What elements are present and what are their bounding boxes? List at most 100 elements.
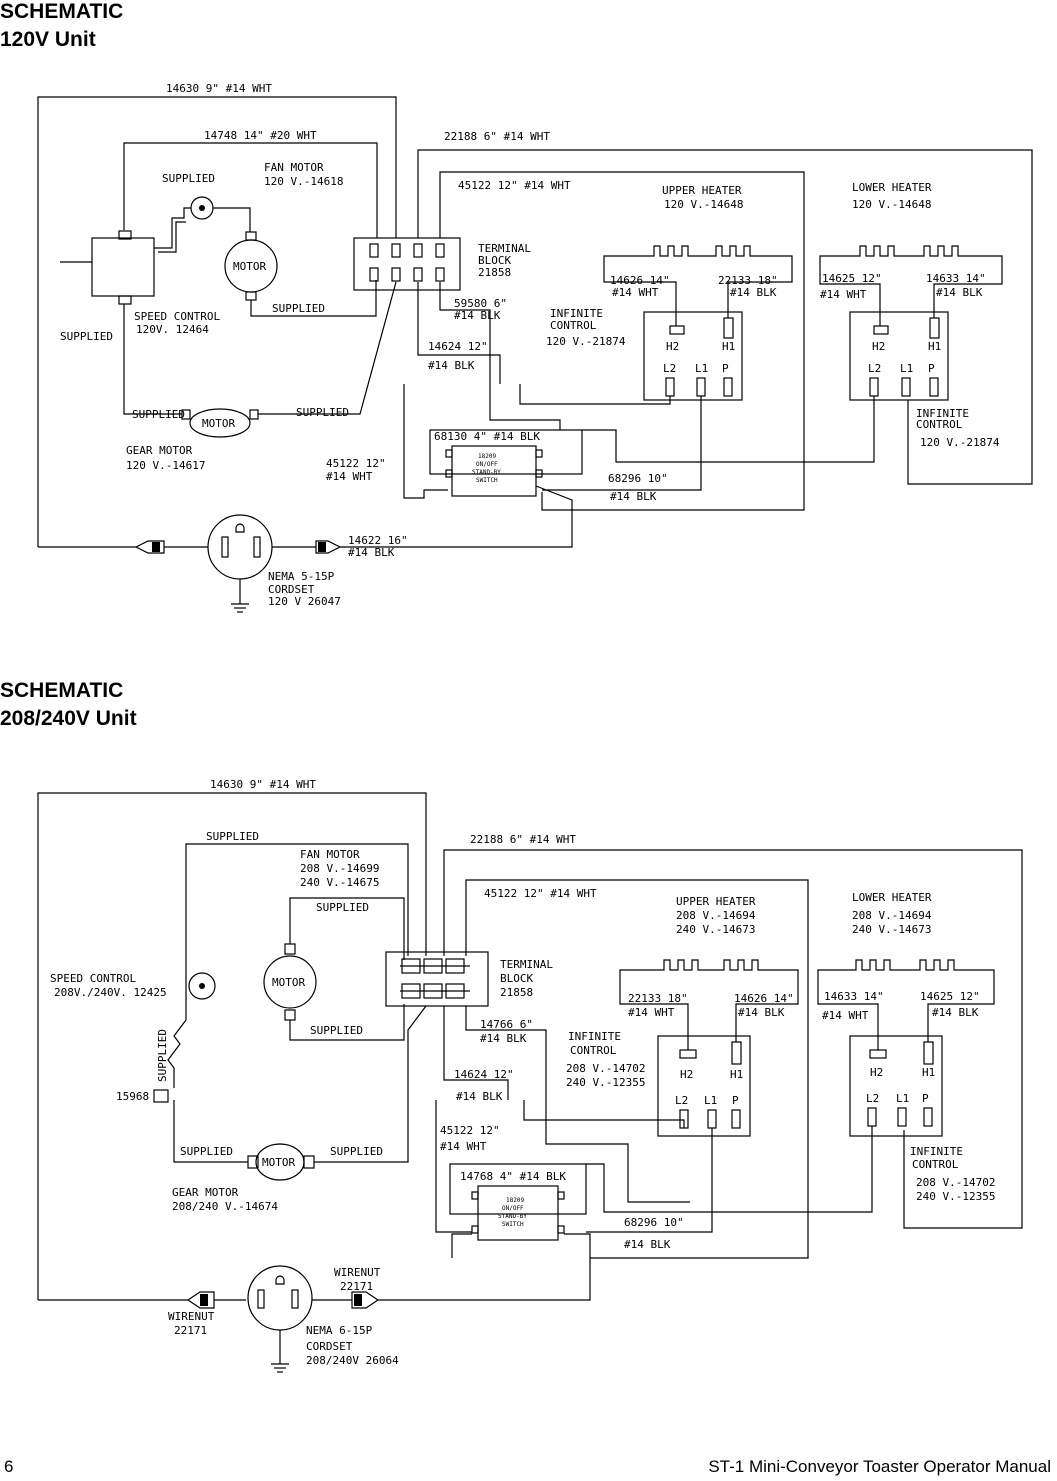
nema-part: 120 V 26047	[268, 595, 341, 608]
supplied-2-fan-top: SUPPLIED	[316, 901, 369, 914]
lower-heater-part: 120 V.-14648	[852, 198, 931, 211]
switch-1-label-1: 18209	[478, 453, 496, 460]
wire-59580-spec: #14 BLK	[454, 309, 501, 322]
supplied-label-top: SUPPLIED	[162, 172, 215, 185]
wire-14624-spec: #14 BLK	[428, 359, 475, 372]
wire-68296-spec: #14 BLK	[610, 490, 657, 503]
wire-45122-2-label: 45122 12" #14 WHT	[484, 887, 597, 900]
wire-14748-label: 14748 14" #20 WHT	[204, 129, 317, 142]
wire-22188-label: 22188 6" #14 WHT	[444, 130, 550, 143]
supplied-label-gear-right: SUPPLIED	[296, 406, 349, 419]
infinite-control-2-title-2: CONTROL	[916, 418, 963, 431]
speed-control-2-part: 208V./240V. 12425	[54, 986, 167, 999]
wire-14633-2-spec: #14 WHT	[822, 1009, 869, 1022]
wire-14625-2-spec: #14 BLK	[932, 1006, 979, 1019]
infinite-control-2-title-1: INFINITE	[916, 407, 969, 420]
wire-14768-label: 14768 4" #14 BLK	[460, 1170, 566, 1183]
gear-motor-2-part: 208/240 V.-14674	[172, 1200, 278, 1213]
wire-14626-label: 14626 14"	[610, 274, 670, 287]
schematic-208-240v-diagram: MOTOR MOTOR H2 H1 L2 L1 P H2 H1 L2 L1 P	[37, 778, 1023, 1373]
infinite-control-1-title-1: INFINITE	[550, 307, 603, 320]
wire-14626-2-spec: #14 BLK	[738, 1006, 785, 1019]
page-number: 6	[4, 1457, 14, 1476]
terminal-block-part: 21858	[478, 266, 511, 279]
wire-68296-2-label: 68296 10"	[624, 1216, 684, 1229]
fan-motor-2-title: FAN MOTOR	[300, 848, 360, 861]
schematic-1-subheading: 120V Unit	[0, 28, 96, 51]
switch-1-label-2: ON/OFF	[476, 461, 498, 468]
wirenut-right-part: 22171	[340, 1280, 373, 1293]
ic4-h2-label: H2	[870, 1066, 883, 1079]
switch-2-label-2: ON/OFF	[502, 1205, 524, 1212]
schematic-1-heading: SCHEMATIC	[0, 0, 124, 23]
wire-14625-2-label: 14625 12"	[920, 990, 980, 1003]
wire-45122b-label: 45122 12"	[326, 457, 386, 470]
fan-motor-title: FAN MOTOR	[264, 161, 324, 174]
ic4-h1-label: H1	[922, 1066, 935, 1079]
ic4-l1-label: L1	[896, 1092, 909, 1105]
ic1-p-label: P	[722, 362, 729, 375]
wirenut-right-label: WIRENUT	[334, 1266, 381, 1279]
supplied-label-left: SUPPLIED	[60, 330, 113, 343]
upper-heater-title: UPPER HEATER	[662, 184, 742, 197]
fan-motor-label: MOTOR	[233, 260, 266, 273]
switch-2-label-1: 18209	[506, 1197, 524, 1204]
upper-heater-2-title: UPPER HEATER	[676, 895, 756, 908]
schematic-2-heading: SCHEMATIC	[0, 679, 124, 702]
fan-motor-2-part-208: 208 V.-14699	[300, 862, 379, 875]
gear-motor-2-title: GEAR MOTOR	[172, 1186, 239, 1199]
nema-2-part: 208/240V 26064	[306, 1354, 399, 1367]
switch-2-label-3: STAND-BY	[498, 1213, 527, 1220]
ic3-p-label: P	[732, 1094, 739, 1107]
nema-2-title: NEMA 6-15P	[306, 1324, 373, 1337]
wire-14626-spec: #14 WHT	[612, 286, 659, 299]
infinite-control-3-title-1: INFINITE	[568, 1030, 621, 1043]
fan-motor-2-part-240: 240 V.-14675	[300, 876, 379, 889]
wire-14630-2-label: 14630 9" #14 WHT	[210, 778, 316, 791]
terminal-block-title-2: BLOCK	[478, 254, 511, 267]
wire-22133-2-label: 22133 18"	[628, 992, 688, 1005]
infinite-control-4-title-1: INFINITE	[910, 1145, 963, 1158]
supplied-2-gear-right: SUPPLIED	[330, 1145, 383, 1158]
schematic-2-subheading: 208/240V Unit	[0, 707, 137, 730]
wire-14766-label: 14766 6"	[480, 1018, 533, 1031]
upper-heater-2-part-240: 240 V.-14673	[676, 923, 755, 936]
ic4-p-label: P	[922, 1092, 929, 1105]
supplied-2-vertical: SUPPLIED	[156, 1029, 169, 1082]
wire-22188-2-label: 22188 6" #14 WHT	[470, 833, 576, 846]
wire-45122b-2-label: 45122 12"	[440, 1124, 500, 1137]
ic3-h2-label: H2	[680, 1068, 693, 1081]
schematic-120v-diagram: MOTOR MOTOR H2 H1 L2 L1 P H2 H1 L2 L1 P	[37, 82, 1033, 613]
supplied-2-gear-left: SUPPLIED	[180, 1145, 233, 1158]
ic2-l2-label: L2	[868, 362, 881, 375]
supplied-2-top: SUPPLIED	[206, 830, 259, 843]
ic2-h2-label: H2	[872, 340, 885, 353]
nema-cordset: CORDSET	[268, 583, 315, 596]
speed-control-title: SPEED CONTROL	[134, 310, 220, 323]
wire-14633-spec: #14 BLK	[936, 286, 983, 299]
speed-control-part: 120V. 12464	[136, 323, 209, 336]
wire-14624-2-spec: #14 BLK	[456, 1090, 503, 1103]
wirenut-left-label: WIRENUT	[168, 1310, 215, 1323]
wire-14625-label: 14625 12"	[822, 272, 882, 285]
supplied-label-fan: SUPPLIED	[272, 302, 325, 315]
wire-14633-label: 14633 14"	[926, 272, 986, 285]
ic1-h2-label: H2	[666, 340, 679, 353]
gear-motor-label: MOTOR	[202, 417, 235, 430]
wire-14626-2-label: 14626 14"	[734, 992, 794, 1005]
infinite-control-3-part-208: 208 V.-14702	[566, 1062, 645, 1075]
terminal-block-title-1: TERMINAL	[478, 242, 531, 255]
upper-heater-2-part-208: 208 V.-14694	[676, 909, 756, 922]
terminal-block-2-title-1: TERMINAL	[500, 958, 553, 971]
gear-motor-2-label: MOTOR	[262, 1156, 295, 1169]
infinite-control-4-title-2: CONTROL	[912, 1158, 959, 1171]
wire-68130-label: 68130 4" #14 BLK	[434, 430, 540, 443]
fan-motor-part: 120 V.-14618	[264, 175, 343, 188]
fan-motor-2-label: MOTOR	[272, 976, 305, 989]
ic3-h1-label: H1	[730, 1068, 743, 1081]
nema-2-cordset: CORDSET	[306, 1340, 353, 1353]
ic2-l1-label: L1	[900, 362, 913, 375]
nema-title: NEMA 5-15P	[268, 570, 335, 583]
supplied-label-gear-left: SUPPLIED	[132, 408, 185, 421]
wire-14633-2-label: 14633 14"	[824, 990, 884, 1003]
